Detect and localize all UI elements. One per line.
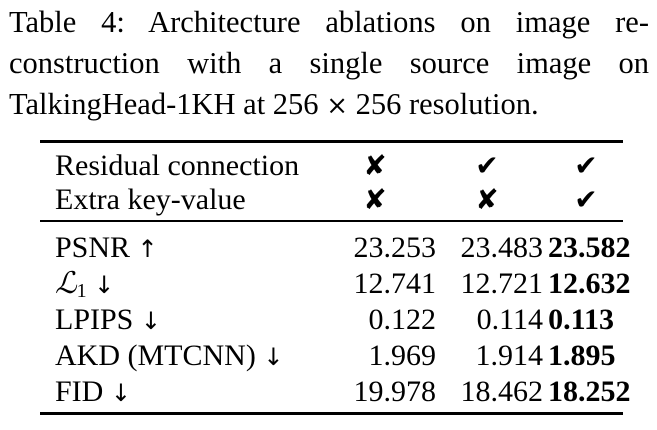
row-label: LPIPS ↓	[55, 300, 161, 341]
table-caption: Table 4: Architecture ablations on image…	[9, 2, 649, 127]
arrow-down-icon: ↓	[263, 343, 284, 371]
check-mark-icon: ✔	[475, 149, 499, 182]
table-mid-rule	[40, 220, 623, 222]
value-cell: 1.914	[475, 339, 544, 372]
caption-line-3-suffix: 256 resolution.	[355, 87, 539, 121]
best-value-cell: 18.252	[548, 375, 631, 408]
cross-mark-icon: ✘	[363, 183, 387, 216]
config-row-extra-key-value: Extra key-value ✘ ✘ ✔	[40, 180, 623, 219]
metric-name: FID	[55, 375, 104, 408]
table-top-rule	[40, 140, 623, 143]
config-row-residual: Residual connection ✘ ✔ ✔	[40, 146, 623, 185]
caption-line-3-prefix: TalkingHead-1KH at 256	[9, 87, 319, 121]
best-value-cell: 12.632	[548, 267, 631, 300]
caption-line-1: Table 4: Architecture ablations on image…	[9, 5, 649, 39]
metric-name: PSNR	[55, 231, 131, 264]
check-mark-icon: ✔	[574, 183, 598, 216]
metric-row-akd: AKD (MTCNN) ↓ 1.969 1.914 1.895	[40, 336, 623, 375]
row-label: ℒ1 ↓	[55, 264, 114, 311]
row-label: AKD (MTCNN) ↓	[55, 336, 283, 377]
value-cell: 19.978	[353, 375, 437, 408]
check-mark-icon: ✔	[574, 149, 598, 182]
value-cell: 23.483	[460, 231, 544, 264]
best-value-cell: 1.895	[548, 339, 616, 372]
value-cell: 1.969	[368, 339, 437, 372]
metric-name: LPIPS	[55, 303, 134, 336]
value-cell: 0.122	[368, 303, 437, 336]
table-bottom-rule	[40, 412, 623, 415]
value-cell: 12.721	[460, 267, 544, 300]
metric-row-l1: ℒ1 ↓ 12.741 12.721 12.632	[40, 264, 631, 303]
row-label: Extra key-value	[55, 183, 246, 216]
arrow-down-icon: ↓	[140, 307, 161, 335]
metric-row-fid: FID ↓ 19.978 18.462 18.252	[40, 372, 631, 413]
caption-line-3: TalkingHead-1KH at 256 × 256 resolution.	[9, 84, 649, 127]
arrow-up-icon: ↑	[137, 235, 158, 263]
row-label: Residual connection	[55, 149, 300, 182]
caption-line-2: construction with a single source image …	[9, 46, 649, 80]
metric-name: AKD (MTCNN)	[55, 339, 256, 372]
times-symbol: ×	[326, 91, 348, 121]
arrow-down-icon: ↓	[110, 379, 131, 407]
row-label: PSNR ↑	[55, 228, 158, 269]
metric-symbol: ℒ	[55, 266, 77, 301]
best-value-cell: 23.582	[548, 231, 631, 264]
value-cell: 23.253	[353, 231, 437, 264]
metric-row-lpips: LPIPS ↓ 0.122 0.114 0.113	[40, 300, 623, 339]
row-label: FID ↓	[55, 372, 131, 413]
value-cell: 0.114	[476, 303, 543, 336]
cross-mark-icon: ✘	[363, 149, 387, 182]
value-cell: 12.741	[353, 267, 437, 300]
arrow-down-icon: ↓	[94, 271, 115, 299]
value-cell: 18.462	[460, 375, 544, 408]
metric-subscript: 1	[76, 280, 87, 302]
cross-mark-icon: ✘	[475, 183, 499, 216]
best-value-cell: 0.113	[548, 303, 614, 336]
metric-row-psnr: PSNR ↑ 23.253 23.483 23.582	[40, 228, 631, 269]
